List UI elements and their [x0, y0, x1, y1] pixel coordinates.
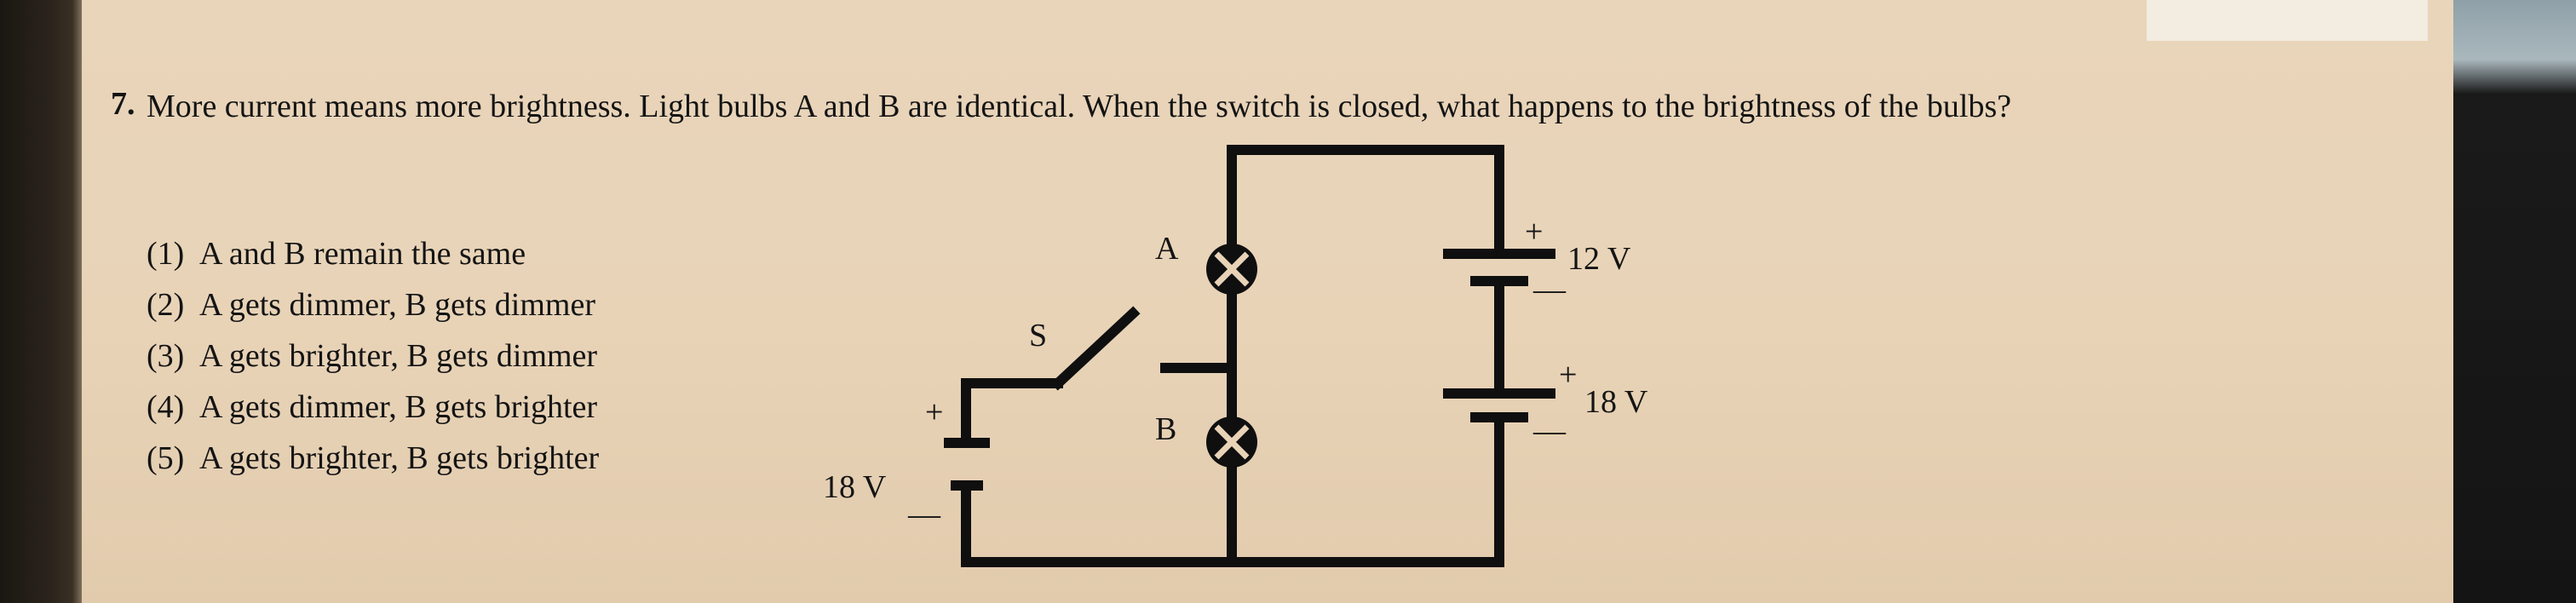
option-text: A gets brighter, B gets dimmer — [199, 338, 598, 374]
option-number: (3) — [147, 338, 185, 374]
battery-minus-sign: — — [907, 497, 941, 532]
battery-plus-sign: + — [1525, 214, 1543, 250]
option-text: A gets brighter, B gets brighter — [199, 440, 600, 476]
wire-top — [1227, 145, 1504, 250]
option-number: (5) — [147, 440, 185, 476]
option-text: A gets dimmer, B gets brighter — [199, 389, 598, 425]
bulb-a-filament — [1214, 251, 1250, 287]
bulb-b-filament — [1214, 424, 1250, 460]
bulb-a-label: A — [1155, 231, 1179, 267]
wire-bottom — [961, 417, 1504, 567]
option-4[interactable]: (4) A gets dimmer, B gets brighter — [147, 382, 599, 433]
right-bottom-battery: + — 18 V — [1443, 357, 1648, 449]
battery-plate-long — [944, 438, 990, 448]
option-number: (2) — [147, 287, 185, 323]
option-number: (1) — [147, 236, 185, 272]
battery-minus-sign: — — [1532, 413, 1567, 449]
battery-voltage-label: 12 V — [1567, 241, 1631, 277]
background-edge — [2453, 0, 2576, 603]
bulb-a: A — [1155, 231, 1257, 295]
question-number: 7. — [111, 86, 135, 122]
paper-scrap — [2147, 0, 2428, 41]
battery-plate-long — [1443, 249, 1555, 259]
right-top-battery: + — 12 V — [1443, 214, 1631, 307]
battery-minus-sign: — — [1532, 272, 1567, 307]
worksheet-paper — [82, 0, 2453, 603]
battery-voltage-label: 18 V — [823, 469, 887, 505]
switch-lever — [1050, 306, 1141, 391]
battery-plate-long — [1443, 388, 1555, 399]
battery-plus-sign: + — [1559, 357, 1577, 393]
switch-label: S — [1029, 318, 1047, 353]
battery-plus-sign: + — [925, 394, 943, 430]
option-number: (4) — [147, 389, 185, 425]
answer-options: (1) A and B remain the same (2) A gets dim… — [147, 228, 599, 484]
option-text: A and B remain the same — [199, 236, 526, 272]
option-1[interactable]: (1) A and B remain the same — [147, 228, 599, 279]
left-battery: + — 18 V — [823, 378, 1063, 567]
option-2[interactable]: (2) A gets dimmer, B gets dimmer — [147, 279, 599, 330]
battery-voltage-label: 18 V — [1584, 384, 1648, 420]
battery-plate-short — [1470, 412, 1528, 422]
wire-left-top — [961, 378, 1063, 448]
question-text: More current means more brightness. Ligh… — [147, 89, 2012, 124]
option-5[interactable]: (5) A gets brighter, B gets brighter — [147, 433, 599, 484]
bulb-b: B — [1155, 411, 1257, 468]
option-3[interactable]: (3) A gets brighter, B gets dimmer — [147, 330, 599, 382]
bulb-b-label: B — [1155, 411, 1176, 447]
option-text: A gets dimmer, B gets dimmer — [199, 287, 595, 323]
switch-s[interactable]: S — [1029, 306, 1237, 391]
